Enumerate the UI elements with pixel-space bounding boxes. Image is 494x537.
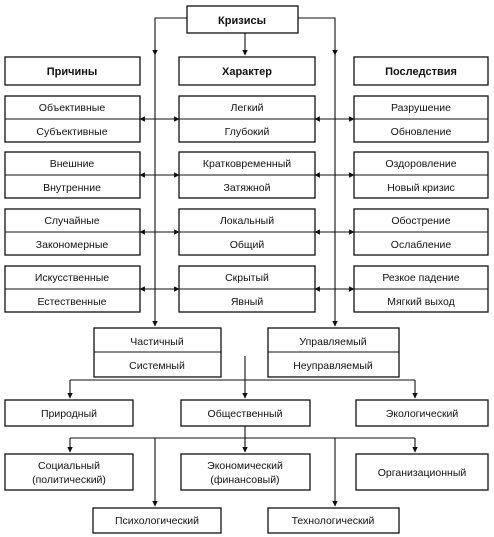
causes-item: Искусственные: [35, 272, 109, 284]
character-item: Глубокий: [225, 126, 270, 138]
consequences-item: Резкое падение: [382, 272, 459, 284]
title-to-causes-line: [152, 17, 187, 56]
consequences-box-2: Оздоровление Новый кризис: [353, 151, 489, 199]
causes-item: Внешние: [50, 158, 95, 170]
causes-box-3: Случайные Закономерные: [4, 208, 141, 256]
causes-item: Естественные: [37, 296, 106, 308]
control-item: Неуправляемый: [293, 360, 373, 372]
title-text: Кризисы: [218, 15, 266, 27]
causes-box-4: Искусственные Естественные: [4, 265, 141, 313]
consequences-item: Новый кризис: [387, 182, 455, 194]
character-box-4: Скрытый Явный: [178, 265, 316, 313]
organizational-box: Организационный: [355, 453, 489, 491]
social-political-box: Социальный (политический): [4, 453, 134, 491]
social-item: Социальный: [38, 460, 100, 472]
causes-box-1: Объективные Субъективные: [4, 95, 141, 143]
origin-public-box: Общественный: [180, 399, 311, 427]
consequences-header-box: Последствия: [353, 56, 489, 86]
origin-item: Природный: [41, 408, 97, 420]
causes-box-2: Внешние Внутренние: [4, 151, 141, 199]
character-item: Затяжной: [224, 182, 271, 194]
consequences-header-text: Последствия: [385, 66, 457, 78]
origin-item: Экологический: [386, 408, 459, 420]
title-to-consequences-line: [298, 17, 338, 56]
character-box-1: Легкий Глубокий: [178, 95, 316, 143]
causes-item: Закономерные: [36, 239, 109, 251]
causes-item: Внутренние: [43, 182, 101, 194]
scope-box: Частичный Системный: [93, 327, 222, 378]
consequences-item: Ослабление: [391, 239, 452, 251]
title-box: Кризисы: [186, 5, 299, 34]
control-item: Управляемый: [299, 336, 366, 348]
origin-item: Общественный: [208, 408, 283, 420]
scope-item: Частичный: [130, 336, 184, 348]
consequences-box-4: Резкое падение Мягкий выход: [353, 265, 489, 313]
causes-item: Субъективные: [36, 126, 107, 138]
causes-header-box: Причины: [4, 56, 141, 86]
character-box-3: Локальный Общий: [178, 208, 316, 256]
causes-header-text: Причины: [47, 66, 98, 78]
causes-item: Случайные: [44, 215, 99, 227]
origin-ecological-box: Экологический: [355, 399, 489, 427]
character-item: Локальный: [220, 215, 274, 227]
social-item: Экономический: [207, 460, 283, 472]
connectors: [67, 17, 418, 507]
consequences-item: Обновление: [391, 126, 452, 138]
economic-financial-box: Экономический (финансовый): [180, 453, 311, 491]
character-item: Кратковременный: [203, 158, 291, 170]
consequences-item: Мягкий выход: [387, 296, 455, 308]
scope-item: Системный: [129, 360, 185, 372]
character-box-2: Кратковременный Затяжной: [178, 151, 316, 199]
consequences-box-3: Обострение Ослабление: [353, 208, 489, 256]
consequences-box-1: Разрушение Обновление: [353, 95, 489, 143]
character-item: Легкий: [231, 102, 264, 114]
bottom-item: Технологический: [292, 515, 375, 527]
consequences-item: Разрушение: [391, 102, 451, 114]
technological-box: Технологический: [267, 507, 400, 534]
control-box: Управляемый Неуправляемый: [267, 327, 400, 378]
character-item: Скрытый: [225, 272, 269, 284]
origin-natural-box: Природный: [4, 399, 134, 427]
character-item: Общий: [230, 239, 265, 251]
consequences-item: Оздоровление: [385, 158, 456, 170]
social-item: (финансовый): [210, 474, 279, 486]
character-header-box: Характер: [178, 56, 316, 86]
psychological-box: Психологический: [92, 507, 222, 534]
social-item: (политический): [32, 474, 106, 486]
bottom-item: Психологический: [115, 515, 199, 527]
causes-item: Объективные: [39, 102, 106, 114]
consequences-item: Обострение: [391, 215, 450, 227]
character-header-text: Характер: [222, 66, 272, 78]
social-item: Организационный: [378, 467, 467, 479]
character-item: Явный: [231, 296, 264, 308]
